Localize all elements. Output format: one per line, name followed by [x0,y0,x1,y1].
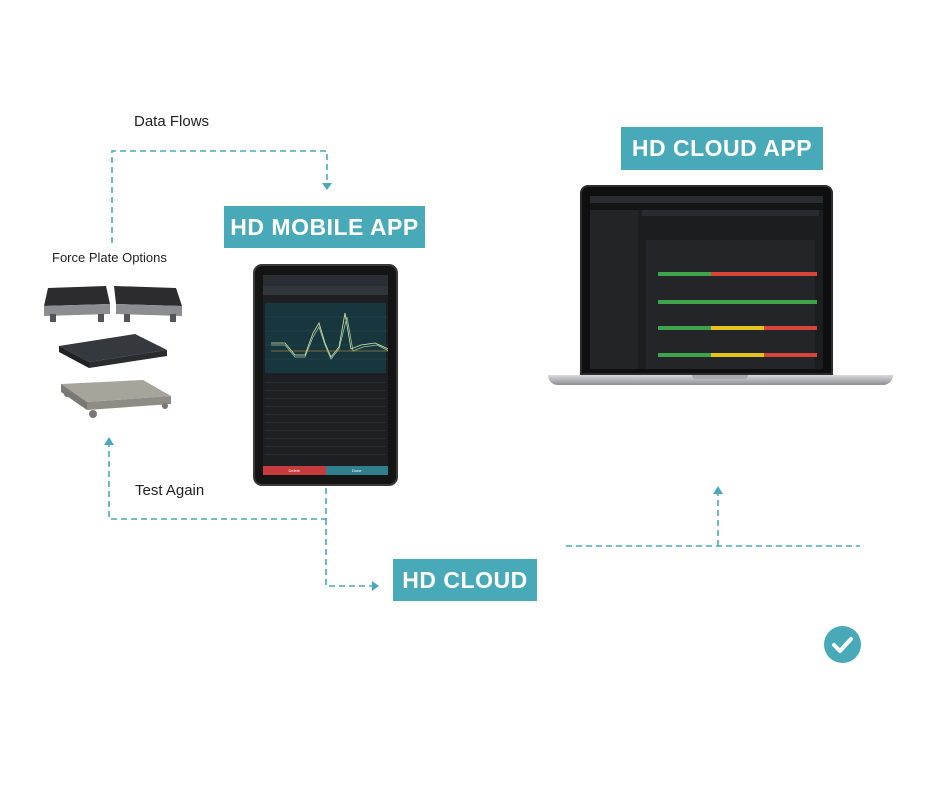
arrowhead-up [104,437,114,445]
tablet-delete-button[interactable]: Delete [263,466,326,475]
hd-mobile-app-badge: HD MOBILE APP [224,206,425,248]
tablet-to-cloud-line [325,519,372,587]
dashboard-row-1 [658,272,817,276]
force-plate-options-label: Force Plate Options [52,250,167,265]
laptop-base [548,375,893,385]
hd-cloud-app-badge: HD CLOUD APP [621,127,823,170]
arrowhead-down [322,183,332,190]
test-again-label: Test Again [135,482,205,499]
laptop-dashboard [642,210,819,369]
tablet-header [263,275,388,286]
arrowhead-up-laptop [713,486,723,494]
dashboard-row-4 [658,353,817,357]
laptop-sidebar [590,210,638,369]
laptop-mockup [580,185,833,375]
arrowhead-right [372,581,379,591]
tablet-mockup: Delete Done [253,264,398,486]
test-again-line [108,445,327,520]
browser-bar [590,196,823,203]
tablet-screen: Delete Done [263,275,388,475]
app-topbar [590,203,823,210]
laptop-notch [692,375,748,379]
hd-cloud-badge: HD CLOUD [393,559,537,601]
check-circle-icon [824,626,861,663]
single-force-plate-image [59,334,167,368]
large-force-plate-image [61,380,171,418]
tablet-tabs [263,286,388,295]
tablet-done-button[interactable]: Done [325,466,388,475]
dashboard-row-3 [658,326,817,330]
dashboard-row-2 [658,300,817,304]
laptop-screen [590,196,823,369]
data-flows-line [111,150,328,243]
tablet-metrics-list [265,375,386,455]
tablet-chart [265,303,388,373]
dual-force-plate-image [44,286,182,322]
data-flows-label: Data Flows [134,113,210,130]
